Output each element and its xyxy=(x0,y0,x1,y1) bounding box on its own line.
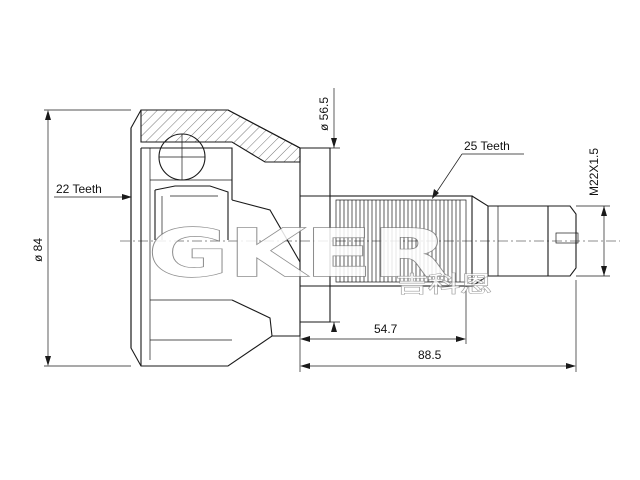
length-total-label: 88.5 xyxy=(418,348,442,362)
dim-bell-diameter: ø 56.5 xyxy=(300,88,340,332)
dim-length-total: 88.5 xyxy=(300,280,577,372)
dim-outer-diameter: ø 84 xyxy=(31,109,131,367)
dim-length-short: 54.7 xyxy=(299,290,467,372)
dim-outer-teeth: 25 Teeth xyxy=(432,139,524,199)
dim-inner-teeth: 22 Teeth xyxy=(54,182,132,200)
outer-teeth-label: 25 Teeth xyxy=(464,139,510,153)
brand-watermark: GKER 吉科恩 xyxy=(147,214,492,298)
watermark-brand: GKER xyxy=(148,215,448,292)
dim-thread: M22X1.5 xyxy=(576,148,610,277)
inner-teeth-label: 22 Teeth xyxy=(56,182,102,196)
length-short-label: 54.7 xyxy=(374,322,398,336)
outer-diameter-label: ø 84 xyxy=(31,238,45,262)
bell-diameter-label: ø 56.5 xyxy=(317,97,331,131)
watermark-chinese: 吉科恩 xyxy=(396,273,492,298)
thread-label: M22X1.5 xyxy=(587,148,601,196)
